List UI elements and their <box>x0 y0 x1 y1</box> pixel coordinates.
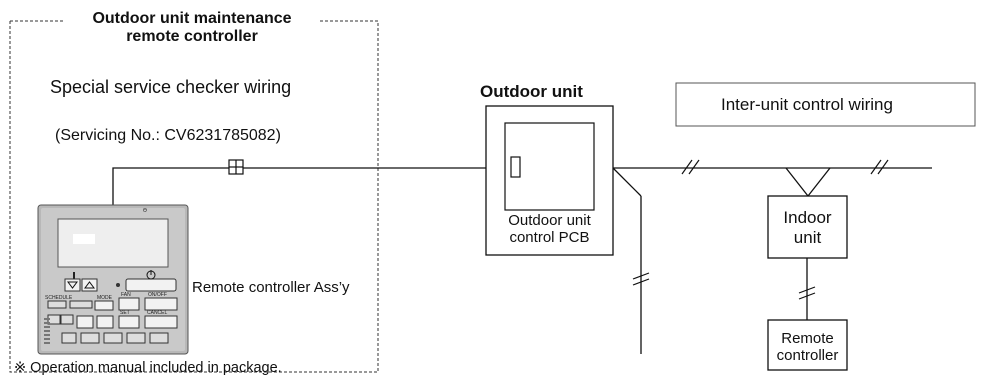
indoor-label-line1: Indoor <box>783 208 832 227</box>
indoor-unit-label: Indoor unit <box>768 208 847 247</box>
pcb-connector <box>510 156 521 178</box>
controller-key-label: ON/OFF <box>148 292 167 298</box>
indoor-branch-left <box>785 167 809 197</box>
outdoor-unit-label: Outdoor unit <box>480 82 583 101</box>
remote-controller-box <box>767 319 848 371</box>
controller-key-label: SCHEDULE <box>45 295 73 301</box>
indoor-label-line2: unit <box>793 227 822 247</box>
indoor-branch-right <box>807 167 831 197</box>
connector-symbol <box>228 159 244 175</box>
controller-key-label: SET <box>120 310 130 316</box>
remote-controller-label: Remote controller <box>768 330 847 365</box>
maintenance-title-line1: Outdoor unit maintenance <box>92 10 292 27</box>
operation-note: ※ Operation manual included in package. <box>14 360 282 376</box>
remote-label-line1: Remote <box>781 330 834 347</box>
remote-controller-illustration <box>37 204 189 355</box>
branch-diagonal <box>612 167 642 197</box>
pcb-label-line1: Outdoor unit <box>508 212 591 229</box>
controller-key-label: CANCEL <box>147 310 168 316</box>
maintenance-title: Outdoor unit maintenance remote controll… <box>66 10 318 47</box>
pcb-label-line2: control PCB <box>509 229 590 247</box>
remote-label-line2: controller <box>776 347 839 365</box>
controller-key-labels: Θ SCHEDULE ON/OFF MODE FAN SET CANCEL <box>45 208 168 316</box>
inter-unit-label-box <box>675 82 976 127</box>
remote-assy-label: Remote controller Ass’y <box>192 279 350 296</box>
service-wiring-line <box>112 167 512 205</box>
maintenance-group-box <box>9 20 379 373</box>
controller-key-label: MODE <box>97 295 113 301</box>
controller-key-label: Θ <box>143 208 147 214</box>
inter-unit-label: Inter-unit control wiring <box>721 95 893 114</box>
servicing-number-label: (Servicing No.: CV6231785082) <box>55 127 281 144</box>
controller-key-label: FAN <box>121 292 131 298</box>
wire-slash-marks <box>632 159 889 300</box>
pcb-label: Outdoor unit control PCB <box>488 212 611 247</box>
indoor-unit-box <box>767 195 848 259</box>
special-wiring-label: Special service checker wiring <box>50 77 292 97</box>
maintenance-title-line2: remote controller <box>126 28 258 46</box>
